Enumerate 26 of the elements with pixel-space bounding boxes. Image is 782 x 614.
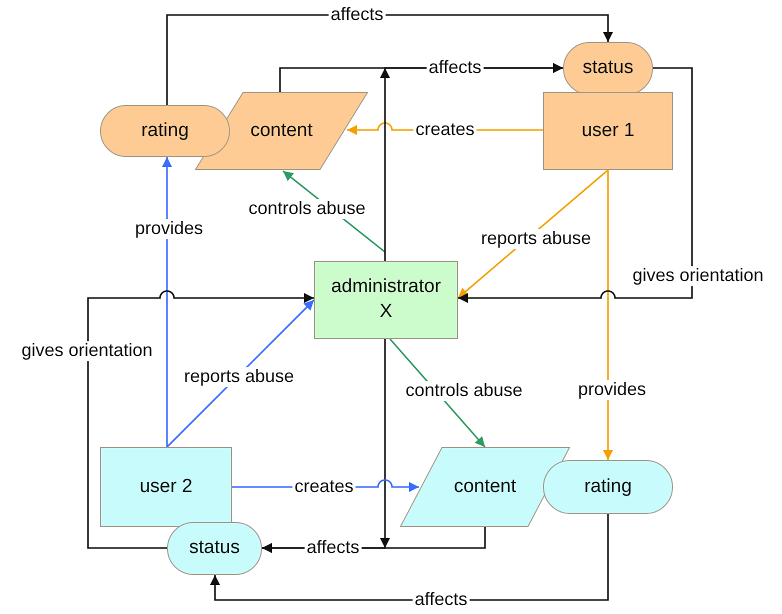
- node-label: content: [250, 118, 313, 143]
- node-label: rating: [141, 118, 189, 143]
- process-box: [100, 447, 232, 527]
- data-parallelogram: [195, 92, 368, 170]
- arrow: [162, 157, 172, 447]
- process-box: [543, 92, 673, 170]
- node-label: content: [454, 474, 516, 499]
- node-label: status: [582, 56, 634, 80]
- arrow: [166, 14, 613, 105]
- node-label: user 2: [140, 474, 192, 499]
- process-box: [314, 261, 458, 339]
- arrow: [87, 290, 314, 549]
- terminal-shape: [100, 105, 230, 157]
- terminal-shape: [167, 522, 262, 575]
- arrow: [603, 170, 613, 460]
- edge-label: controls abuse: [403, 381, 525, 401]
- arrow: [210, 514, 609, 601]
- edge-label: controls abuse: [246, 199, 368, 219]
- terminal-shape: [563, 42, 653, 95]
- node-label: administrator X: [330, 275, 442, 324]
- node-label: status: [189, 536, 240, 560]
- node-label: user 1: [582, 118, 634, 143]
- data-parallelogram: [400, 447, 570, 527]
- terminal-shape: [543, 460, 673, 514]
- node-label: rating: [584, 474, 632, 499]
- arrow: [458, 67, 693, 303]
